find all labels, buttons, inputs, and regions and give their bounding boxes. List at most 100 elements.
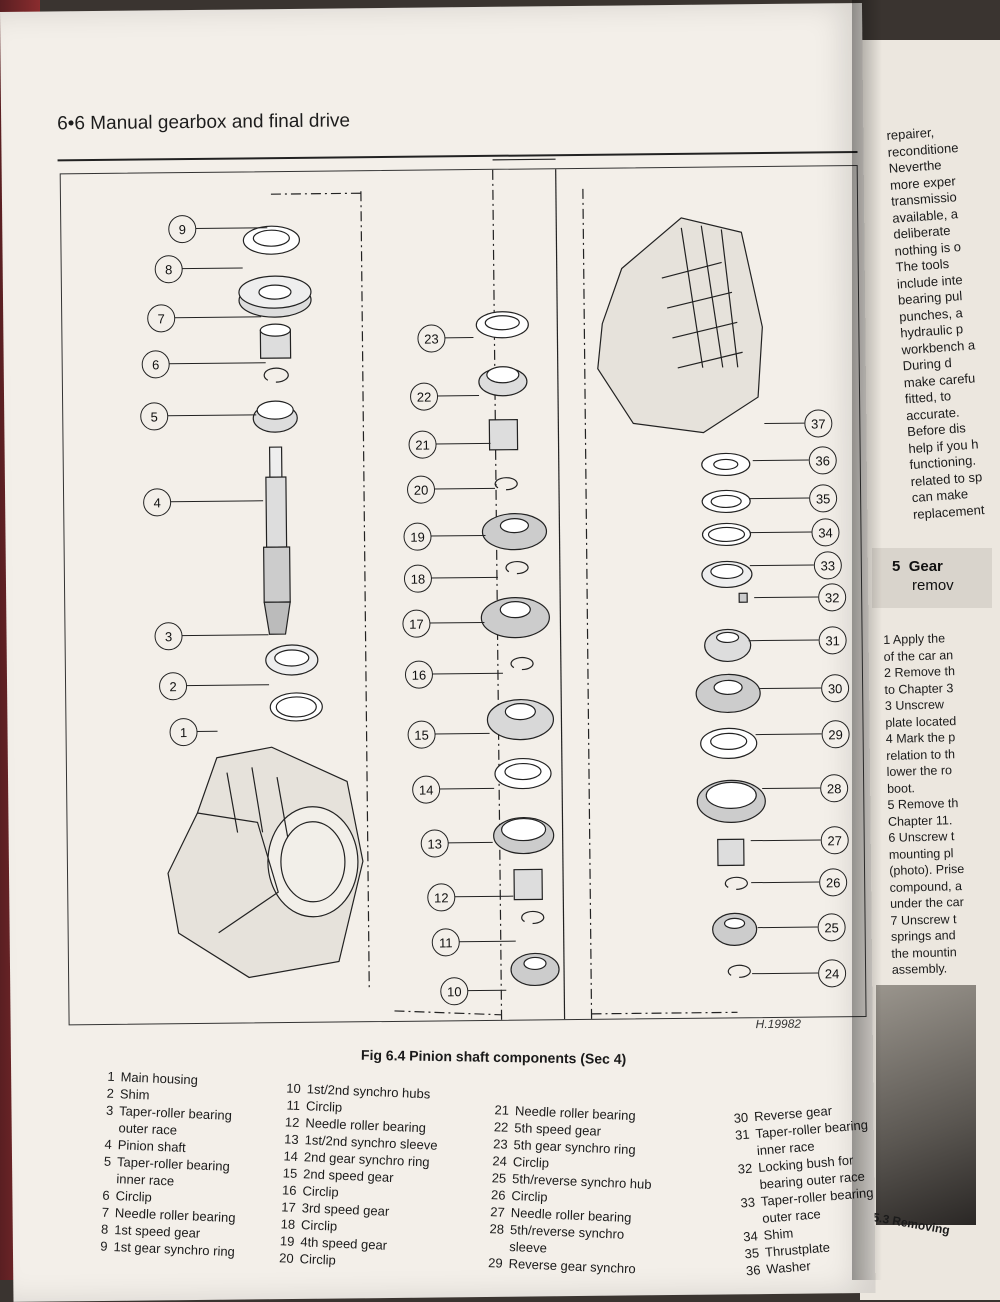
legend-text: Pinion shaft bbox=[117, 1137, 187, 1156]
facing-page-step-line: compound, a bbox=[889, 878, 963, 895]
circlip-16 bbox=[510, 656, 534, 671]
figure-frame bbox=[59, 158, 867, 1026]
legend-number: 13 bbox=[283, 1131, 299, 1147]
facing-page-step-line: relation to th bbox=[886, 746, 956, 763]
shim-2 bbox=[269, 692, 323, 722]
gear-17 bbox=[480, 597, 550, 639]
legend-text: Washer bbox=[765, 1258, 812, 1277]
callout-22: 22 bbox=[409, 382, 439, 411]
housing-37 bbox=[597, 217, 763, 434]
legend-text: Circlip bbox=[305, 1098, 343, 1115]
callout-8: 8 bbox=[154, 255, 183, 284]
callout-1: 1 bbox=[169, 717, 198, 747]
callout-12: 12 bbox=[427, 883, 456, 912]
legend-number: 15 bbox=[282, 1165, 298, 1181]
callout-37: 37 bbox=[804, 409, 833, 438]
legend-number: 20 bbox=[278, 1250, 295, 1266]
outer-race-3 bbox=[265, 644, 319, 676]
gear-22 bbox=[478, 366, 528, 397]
callout-31: 31 bbox=[818, 626, 847, 655]
synchro-hub-25 bbox=[712, 912, 758, 946]
synchro-29 bbox=[700, 727, 758, 760]
callout-14: 14 bbox=[412, 775, 441, 804]
callout-7: 7 bbox=[147, 304, 176, 333]
callout-18: 18 bbox=[403, 564, 433, 593]
callout-3: 3 bbox=[154, 622, 183, 651]
section-heading-sub: remov bbox=[912, 577, 954, 594]
callout-23: 23 bbox=[417, 324, 446, 353]
facing-page-step-line: mounting pl bbox=[888, 845, 954, 862]
facing-page-step-line: Chapter 11. bbox=[887, 812, 953, 829]
facing-page-step-line: lower the ro bbox=[886, 763, 953, 779]
legend-number: 11 bbox=[286, 1097, 301, 1114]
callout-28: 28 bbox=[820, 774, 849, 803]
callout-15: 15 bbox=[407, 720, 436, 749]
legend-number: 22 bbox=[493, 1119, 509, 1135]
book-page: 6•6 Manual gearbox and final drive bbox=[0, 2, 876, 1302]
callout-17: 17 bbox=[402, 609, 431, 638]
legend-number: 34 bbox=[742, 1228, 759, 1245]
callout-9: 9 bbox=[168, 214, 197, 244]
figure-code: H.19982 bbox=[755, 1016, 802, 1032]
callout-27: 27 bbox=[820, 826, 849, 855]
callout-25: 25 bbox=[817, 913, 846, 942]
section-heading: 5 Gear bbox=[892, 558, 943, 575]
gear-15 bbox=[486, 698, 555, 741]
photo bbox=[876, 985, 976, 1225]
legend-number: 6 bbox=[102, 1187, 111, 1203]
legend-number: 8 bbox=[100, 1221, 109, 1237]
callout-5: 5 bbox=[140, 402, 169, 431]
circlip-24 bbox=[727, 964, 751, 978]
callout-32: 32 bbox=[818, 583, 847, 612]
legend-text: Shim bbox=[119, 1086, 150, 1103]
gear-19 bbox=[481, 513, 548, 551]
legend-number: 10 bbox=[286, 1080, 302, 1097]
facing-page-step-line: 7 Unscrew t bbox=[890, 911, 957, 928]
facing-page-step-line: plate located bbox=[885, 713, 957, 730]
callout-20: 20 bbox=[406, 475, 436, 504]
callout-30: 30 bbox=[820, 674, 850, 703]
legend-number: 30 bbox=[733, 1109, 749, 1126]
legend-text: Circlip bbox=[115, 1188, 153, 1205]
figure-caption: Fig 6.4 Pinion shaft components (Sec 4) bbox=[360, 1046, 627, 1067]
legend-text: 1st gear synchro ring bbox=[113, 1239, 236, 1260]
legend-number: 12 bbox=[284, 1114, 300, 1131]
legend-text: inner race bbox=[116, 1171, 175, 1189]
legend-number: 16 bbox=[281, 1182, 297, 1198]
legend-text: Circlip bbox=[299, 1251, 337, 1268]
legend-number: 25 bbox=[491, 1170, 507, 1186]
legend-number: 27 bbox=[490, 1204, 506, 1220]
circlip-11 bbox=[521, 910, 545, 925]
section-heading-band bbox=[872, 548, 992, 608]
needle-bearing-12 bbox=[513, 868, 543, 901]
synchro-ring-23 bbox=[475, 311, 529, 339]
synchro-ring-9 bbox=[242, 225, 301, 255]
synchro-sleeve-13 bbox=[493, 816, 555, 855]
callout-4: 4 bbox=[142, 488, 172, 517]
sleeve-28 bbox=[696, 779, 766, 823]
needle-bearing-21 bbox=[488, 418, 519, 451]
legend-text: Reverse gear synchro bbox=[508, 1255, 637, 1277]
circlip-26 bbox=[724, 876, 748, 890]
legend-number: 28 bbox=[489, 1221, 505, 1237]
facing-page-step-line: boot. bbox=[886, 780, 916, 796]
legend-number: 9 bbox=[100, 1238, 108, 1254]
needle-bearing-27 bbox=[717, 838, 745, 867]
legend-number: 33 bbox=[739, 1194, 756, 1211]
washer-36 bbox=[701, 452, 751, 477]
circlip-20 bbox=[494, 477, 518, 491]
legend-number: 2 bbox=[106, 1085, 115, 1101]
callout-24: 24 bbox=[817, 959, 847, 988]
facing-page-step-line: 6 Unscrew t bbox=[888, 829, 955, 845]
circlip-6 bbox=[263, 367, 289, 383]
callout-35: 35 bbox=[808, 484, 838, 513]
callout-19: 19 bbox=[403, 522, 432, 551]
legend-number: 5 bbox=[103, 1153, 112, 1169]
callout-2: 2 bbox=[158, 672, 188, 701]
needle-bearing-7 bbox=[259, 323, 292, 359]
locking-bush-32 bbox=[738, 592, 748, 603]
axis-right bbox=[582, 188, 593, 1019]
